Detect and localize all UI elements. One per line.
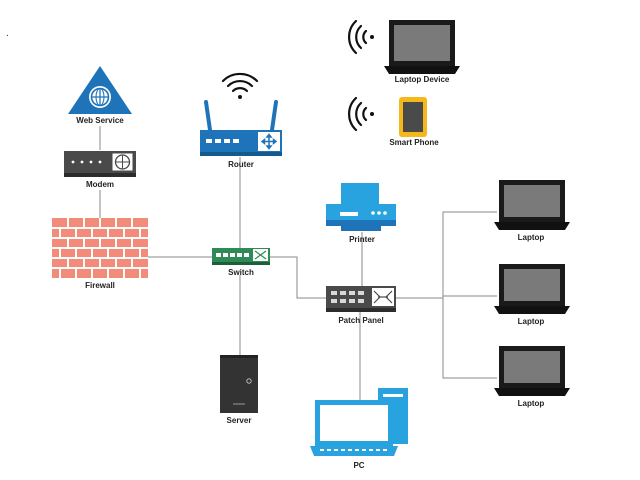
laptop-icon	[494, 180, 570, 230]
switch-icon	[212, 248, 270, 265]
node-server: Server	[220, 355, 258, 425]
router-icon	[200, 100, 282, 156]
connections	[99, 126, 497, 402]
node-label: PC	[353, 461, 364, 470]
wireless-signal-icon	[348, 96, 374, 132]
node-label: Laptop	[518, 233, 545, 242]
node-label: Smart Phone	[389, 138, 439, 147]
node-web-service: Web Service	[68, 66, 132, 125]
smartphone-icon	[399, 97, 427, 137]
printer-icon	[326, 183, 396, 231]
laptop-icon	[384, 20, 460, 74]
node-label: Laptop	[518, 399, 545, 408]
node-label: Patch Panel	[338, 316, 383, 325]
node-label: Firewall	[85, 281, 115, 290]
node-laptop-3: Laptop	[494, 346, 570, 408]
laptop-icon	[494, 264, 570, 314]
node-pc: PC	[310, 388, 408, 470]
link-laptop-1	[442, 211, 497, 298]
wireless-signal-icon	[348, 19, 374, 55]
node-label: Laptop	[518, 317, 545, 326]
node-label: Modem	[86, 180, 114, 189]
node-switch: Switch	[212, 248, 270, 277]
link-switch-patch	[270, 256, 328, 299]
node-label: Laptop Device	[395, 75, 450, 84]
node-label: Server	[227, 416, 252, 425]
node-router: Router	[200, 72, 282, 169]
pc-icon	[310, 388, 408, 456]
server-icon	[220, 355, 258, 413]
link-laptop-2	[442, 295, 497, 298]
modem-icon	[64, 151, 136, 177]
node-firewall: Firewall	[52, 218, 148, 290]
node-printer: Printer	[326, 183, 396, 244]
node-label: Printer	[349, 235, 375, 244]
laptop-icon	[494, 346, 570, 396]
node-patch-panel: Patch Panel	[326, 286, 396, 325]
node-label: Switch	[228, 268, 254, 277]
node-laptop-device: Laptop Device	[348, 19, 460, 84]
wifi-signal-icon	[221, 72, 259, 99]
node-laptop-1: Laptop	[494, 180, 570, 242]
node-label: Router	[228, 160, 254, 169]
firewall-icon	[52, 218, 148, 278]
node-modem: Modem	[64, 151, 136, 189]
node-smart-phone: Smart Phone	[348, 96, 439, 147]
stray-mark: .	[6, 28, 9, 39]
web-service-icon	[68, 66, 132, 114]
node-laptop-2: Laptop	[494, 264, 570, 326]
node-label: Web Service	[76, 116, 124, 125]
patch-panel-icon	[326, 286, 396, 312]
link-laptop-3	[442, 298, 497, 379]
